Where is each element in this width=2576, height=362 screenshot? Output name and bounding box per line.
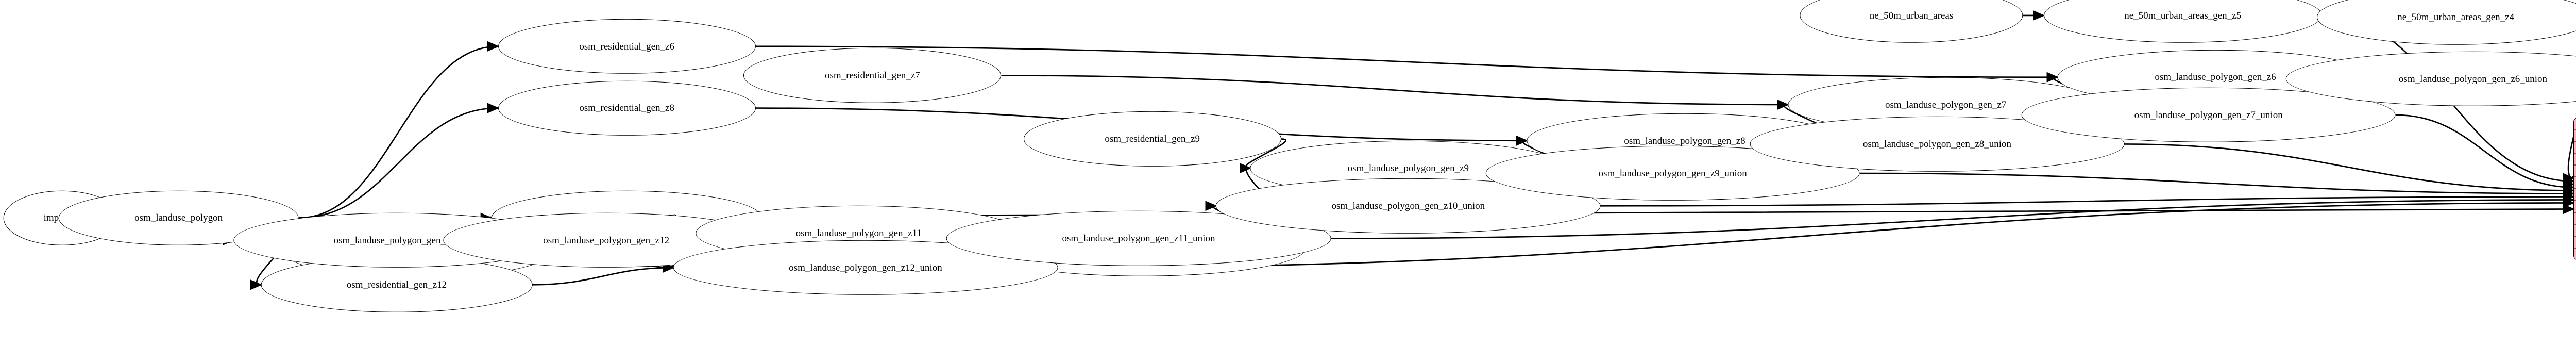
- layer-table-row-z7[interactable]: z7: [2574, 165, 2576, 177]
- graph-node-label: osm_landuse_polygon_gen_z11: [795, 227, 922, 239]
- layer-table-row-z4[interactable]: z4: [2574, 129, 2576, 142]
- graph-node-label: osm_landuse_polygon: [134, 212, 223, 224]
- graph-node-label: osm_landuse_polygon_gen_z12: [543, 235, 670, 246]
- edge-osm_residential_gen_z7--osm_landuse_polygon_gen_z7: [1001, 75, 1789, 110]
- graph-node-osm_landuse_polygon_gen_z6_union[interactable]: osm_landuse_polygon_gen_z6_union: [2285, 51, 2576, 107]
- edge-osm_landuse_polygon_gen_z11_union--layer_landuse: [1331, 194, 2575, 239]
- graph-node-osm_landuse_polygon[interactable]: osm_landuse_polygon: [58, 190, 299, 245]
- edge-osm_landuse_polygon_gen_z9_union--layer_landuse: [1859, 172, 2575, 199]
- edge-osm_residential_gen_z12--osm_landuse_polygon_gen_z12_union: [532, 262, 675, 286]
- layer-table-row-z9[interactable]: z9: [2574, 189, 2576, 201]
- graph-node-label: ne_50m_urban_areas_gen_z4: [2397, 11, 2515, 23]
- graph-node-osm_residential_gen_z7[interactable]: osm_residential_gen_z7: [743, 48, 1002, 103]
- layer-table-row-z6[interactable]: z6: [2574, 153, 2576, 166]
- edge-osm_landuse_polygon_gen_z12_union--layer_landuse: [1058, 198, 2575, 269]
- graph-node-label: osm_landuse_polygon_gen_z6: [2155, 72, 2276, 83]
- layer-table-row-z13[interactable]: z13: [2574, 236, 2576, 249]
- layer-table-row-z5[interactable]: z5: [2574, 141, 2576, 154]
- edge-osm_landuse_polygon_gen_z10_union--layer_landuse: [1600, 191, 2575, 207]
- graph-node-label: osm_residential_gen_z8: [579, 103, 674, 114]
- layer-table-row-z12[interactable]: z12: [2574, 224, 2576, 237]
- edge-osm_landuse_polygon_gen_z6_union--layer_landuse: [2563, 172, 2576, 190]
- edge-osm_landuse_polygon--osm_residential_gen_z6: [298, 41, 500, 219]
- graph-node-label: osm_residential_gen_z12: [346, 279, 447, 290]
- graph-node-osm_residential_gen_z8[interactable]: osm_residential_gen_z8: [498, 80, 756, 136]
- graph-node-label: ne_50m_urban_areas_gen_z5: [2124, 10, 2242, 21]
- layer-landuse-table[interactable]: layer_landusez4z5z6z7z8z9z10z11z12z13z14…: [2573, 117, 2576, 260]
- edge-osm_residential_gen_z6--osm_landuse_polygon_gen_z6: [755, 45, 2059, 83]
- graph-node-label: ne_50m_urban_areas: [1869, 10, 1954, 21]
- edge-osm_landuse_polygon_gen_z8_union--layer_landuse: [2124, 143, 2575, 196]
- layer-table-row-z14+[interactable]: z14+: [2574, 248, 2576, 260]
- edge-osm_landuse_polygon--osm_residential_gen_z8: [298, 103, 500, 219]
- graph-node-osm_residential_gen_z6[interactable]: osm_residential_gen_z6: [498, 19, 756, 74]
- graph-node-label: osm_residential_gen_z9: [1105, 133, 1200, 144]
- graph-node-label: osm_landuse_polygon_gen_z9_union: [1598, 168, 1747, 179]
- graph-node-label: osm_landuse_polygon_gen_z12_union: [789, 262, 942, 273]
- graph-node-osm_residential_gen_z9[interactable]: osm_residential_gen_z9: [1023, 111, 1281, 167]
- graph-node-label: osm_residential_gen_z7: [824, 70, 920, 81]
- graph-node-label: osm_landuse_polygon_gen_z8: [1624, 135, 1745, 146]
- graph-node-label: osm_landuse_polygon_gen_z6_union: [2398, 73, 2548, 85]
- edge-ne_50m_urban_areas_gen_z4--layer_landuse: [2563, 124, 2576, 184]
- graph-node-label: osm_landuse_polygon_gen_z7: [1885, 99, 2007, 110]
- graph-node-label: osm_landuse_polygon_gen_z11_union: [1062, 233, 1215, 244]
- layer-table-row-z11[interactable]: z11: [2574, 212, 2576, 225]
- layer-table-row-z10[interactable]: z10: [2574, 201, 2576, 213]
- graph-node-label: osm_landuse_polygon_gen_z13: [333, 235, 460, 246]
- edge-osm_landuse_polygon_gen_z7_union--layer_landuse: [2395, 114, 2575, 193]
- layer-table-row-z8[interactable]: z8: [2574, 177, 2576, 189]
- graph-node-label: osm_landuse_polygon_gen_z10_union: [1331, 200, 1485, 211]
- layer-table-header: layer_landuse: [2574, 118, 2576, 130]
- graph-node-label: osm_landuse_polygon_gen_z9: [1347, 162, 1469, 174]
- graph-node-label: osm_landuse_polygon_gen_z8_union: [1862, 138, 2012, 150]
- graph-node-label: osm_residential_gen_z6: [579, 41, 674, 52]
- graph-node-label: osm_landuse_polygon_gen_z7_union: [2134, 109, 2283, 121]
